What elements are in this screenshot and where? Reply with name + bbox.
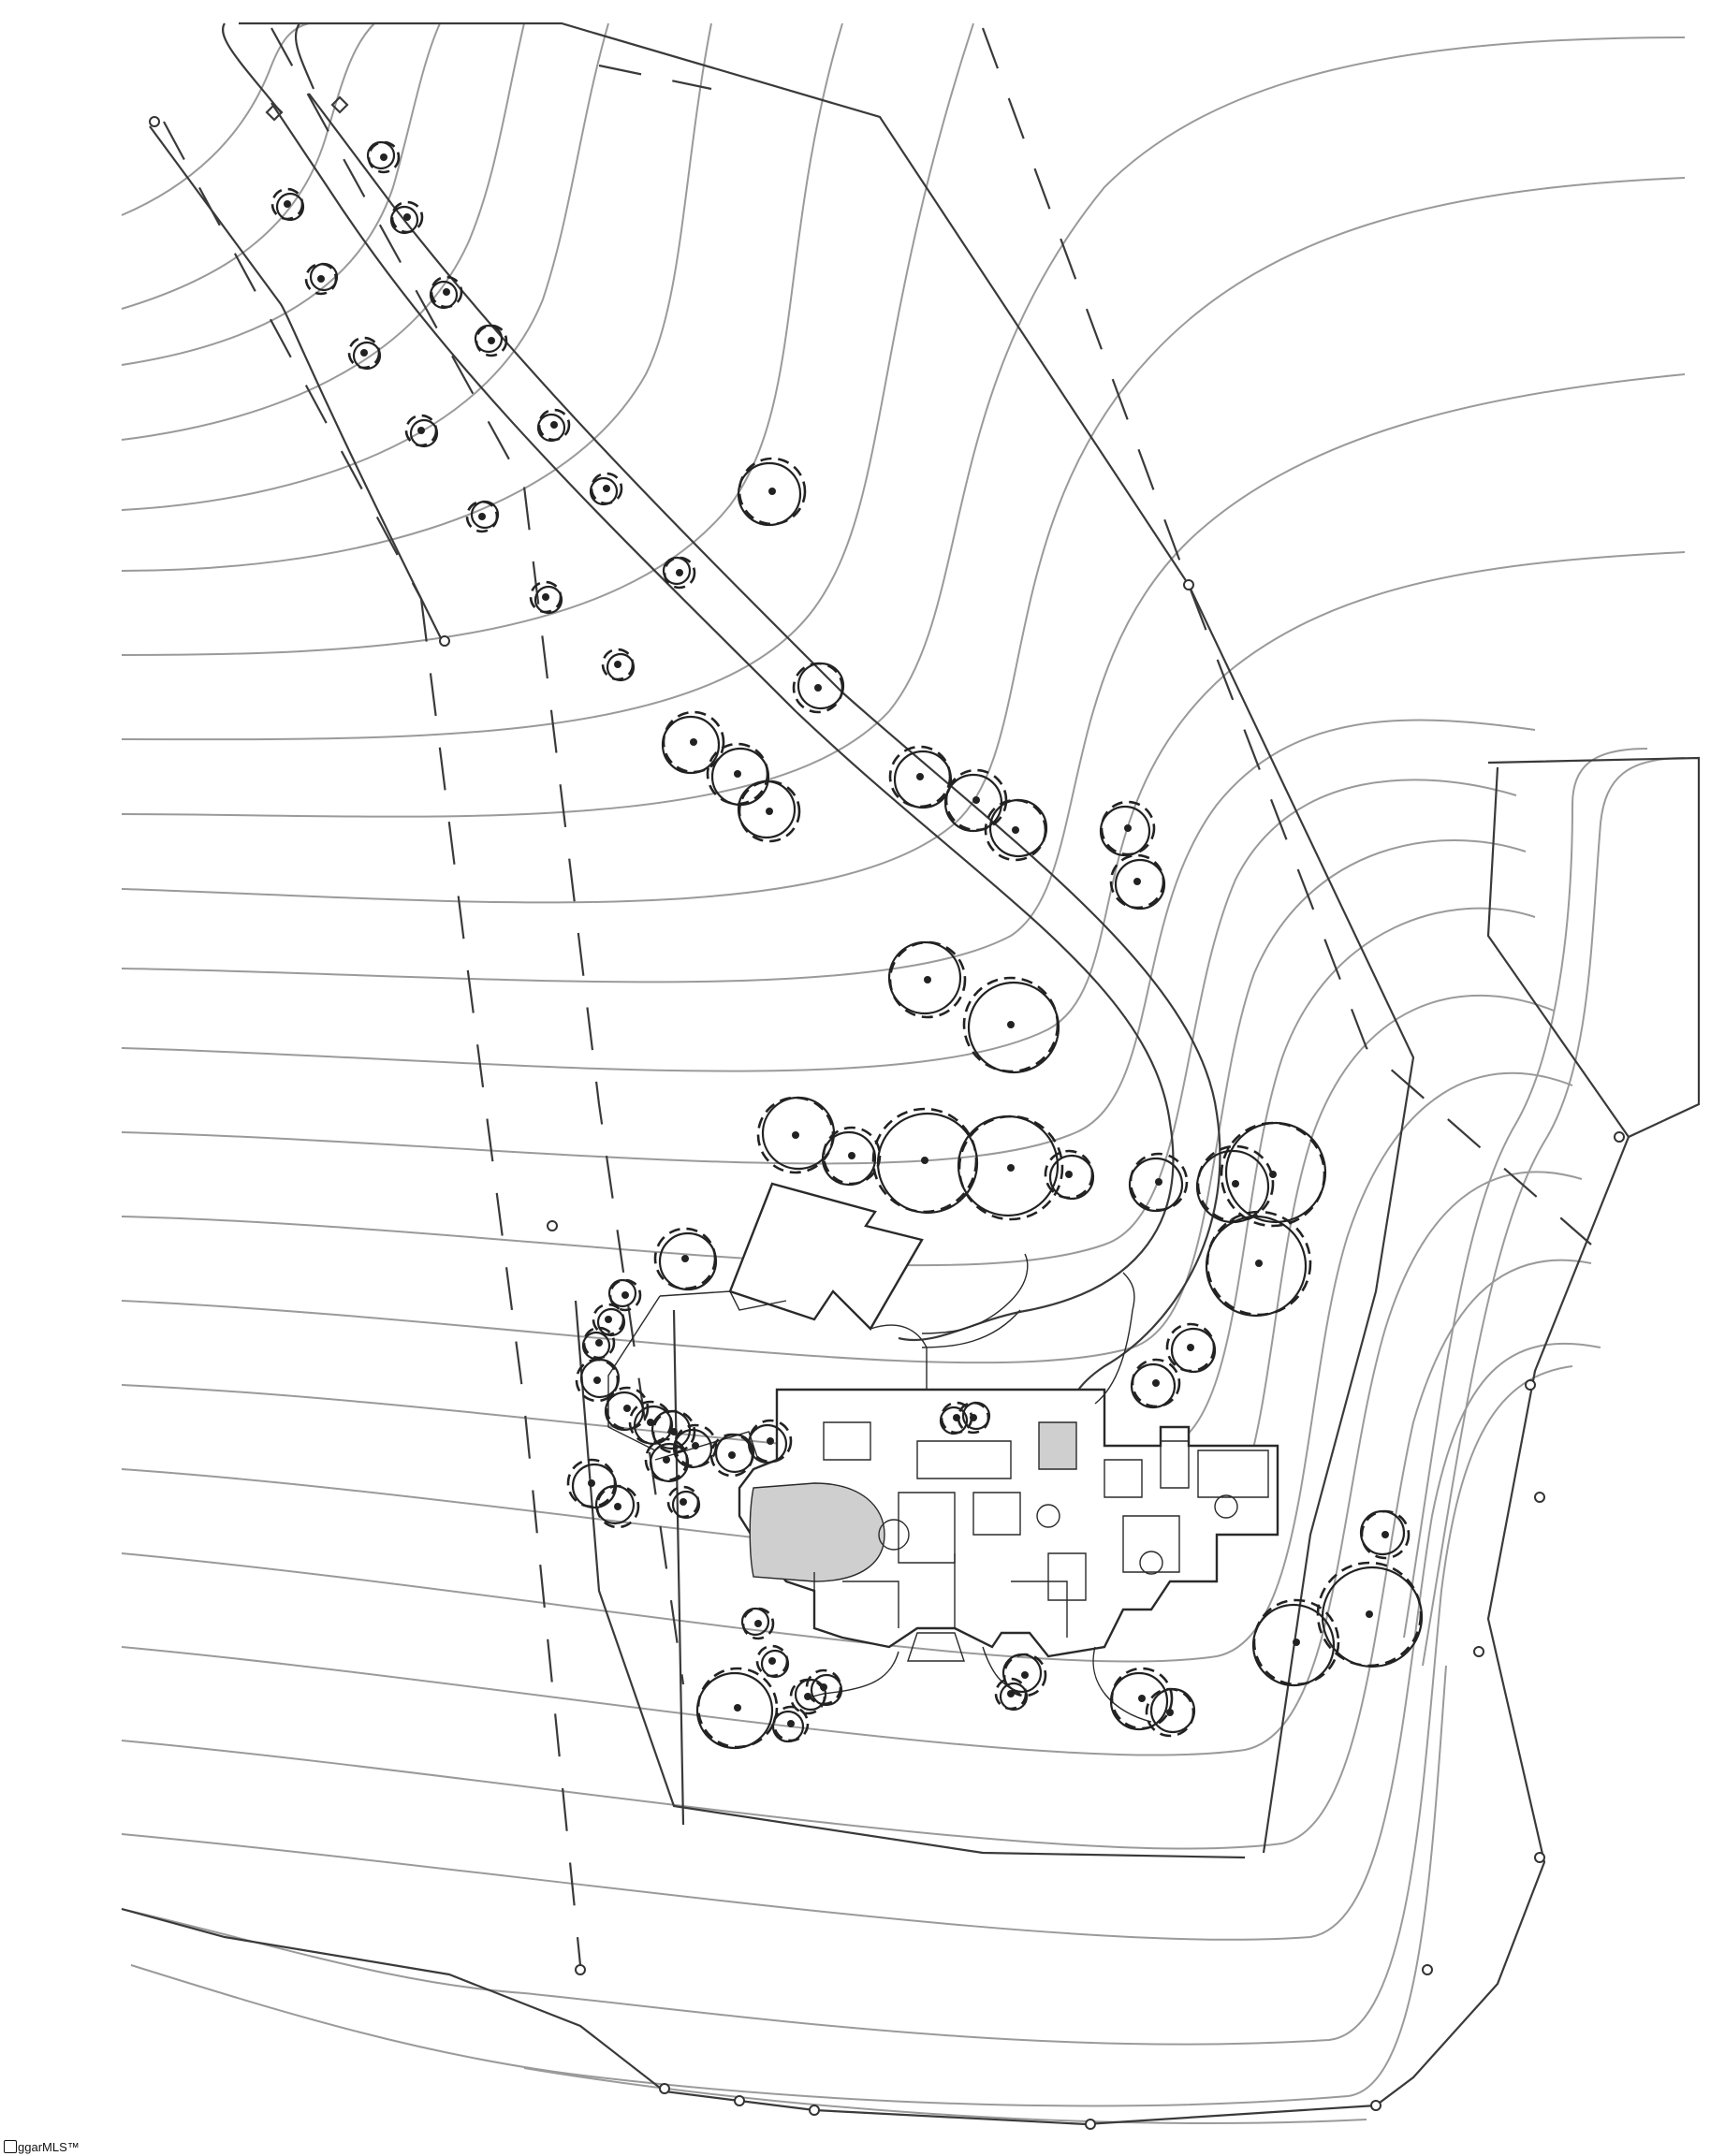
tree-symbol bbox=[594, 1484, 640, 1529]
tree-symbol bbox=[1251, 1598, 1340, 1687]
tree-symbol bbox=[957, 1401, 991, 1435]
tree-symbol bbox=[1130, 1358, 1181, 1409]
tree-symbol bbox=[347, 336, 382, 371]
tree-symbol bbox=[404, 414, 439, 448]
trees bbox=[270, 140, 1424, 1750]
tree-symbol bbox=[888, 745, 953, 809]
tree-symbol bbox=[957, 1114, 1064, 1221]
tree-symbol bbox=[1359, 1509, 1411, 1560]
tree-symbol bbox=[740, 1607, 775, 1640]
tree-symbol bbox=[1128, 1152, 1189, 1213]
contour-lines bbox=[121, 22, 1686, 2124]
tree-symbol bbox=[644, 1437, 690, 1483]
tree-symbol bbox=[1220, 1121, 1327, 1228]
watermark-text: ggarMLS™ bbox=[18, 2140, 80, 2154]
tree-symbol bbox=[871, 1107, 979, 1215]
tree-symbol bbox=[589, 472, 623, 506]
tree-symbol bbox=[943, 768, 1008, 833]
tree-symbol bbox=[737, 779, 801, 843]
tree-symbol bbox=[581, 1326, 616, 1361]
tree-symbol bbox=[1316, 1561, 1424, 1668]
tree-symbol bbox=[465, 500, 500, 533]
tree-symbol bbox=[628, 1400, 674, 1446]
tree-symbol bbox=[695, 1667, 779, 1750]
tree-symbol bbox=[1145, 1687, 1196, 1738]
tree-symbol bbox=[389, 200, 424, 235]
tree-symbol bbox=[592, 1303, 626, 1337]
tree-symbol bbox=[672, 1423, 718, 1469]
tree-symbol bbox=[601, 648, 636, 682]
tree-symbol bbox=[805, 1668, 843, 1707]
house-logo-icon bbox=[4, 2140, 17, 2153]
tree-symbol bbox=[1044, 1149, 1095, 1201]
tree-symbol bbox=[706, 742, 770, 807]
tree-symbol bbox=[604, 1386, 650, 1432]
tree-symbol bbox=[1165, 1322, 1217, 1374]
tree-symbol bbox=[575, 1358, 621, 1403]
tree-symbol bbox=[1001, 1653, 1047, 1697]
tree-symbol bbox=[771, 1705, 810, 1743]
tree-symbol bbox=[755, 1644, 790, 1679]
tree-symbol bbox=[429, 275, 463, 310]
tree-symbol bbox=[536, 408, 571, 443]
tree-symbol bbox=[984, 798, 1048, 862]
survey-markers bbox=[149, 116, 1625, 2130]
watermark: ggarMLS™ bbox=[4, 2140, 80, 2154]
tree-symbol bbox=[566, 1458, 618, 1509]
tree-symbol bbox=[792, 662, 845, 714]
tree-symbol bbox=[1109, 853, 1166, 910]
tree-symbol bbox=[653, 1227, 718, 1291]
house-footprint bbox=[607, 1182, 1279, 1723]
tree-symbol bbox=[887, 940, 967, 1019]
tree-symbol bbox=[474, 324, 508, 357]
tree-symbol bbox=[709, 1433, 755, 1478]
tree-symbol bbox=[1195, 1144, 1275, 1224]
tree-symbol bbox=[666, 1485, 701, 1520]
tree-symbol bbox=[962, 976, 1060, 1074]
tree-symbol bbox=[304, 262, 339, 296]
lot-lines bbox=[121, 22, 1701, 2126]
tree-symbol bbox=[747, 1419, 793, 1464]
tree-symbol bbox=[662, 556, 696, 590]
tree-symbol bbox=[1109, 1667, 1174, 1731]
tree-symbol bbox=[607, 1278, 642, 1312]
tree-symbol bbox=[366, 140, 401, 174]
tree-symbol bbox=[529, 580, 563, 615]
tree-symbol bbox=[737, 457, 807, 527]
tree-symbol bbox=[821, 1126, 882, 1187]
tree-symbol bbox=[1099, 800, 1156, 857]
tree-symbol bbox=[661, 710, 725, 775]
tree-symbol bbox=[1205, 1210, 1312, 1318]
tree-symbol bbox=[994, 1677, 1029, 1712]
tree-symbol bbox=[270, 187, 305, 222]
